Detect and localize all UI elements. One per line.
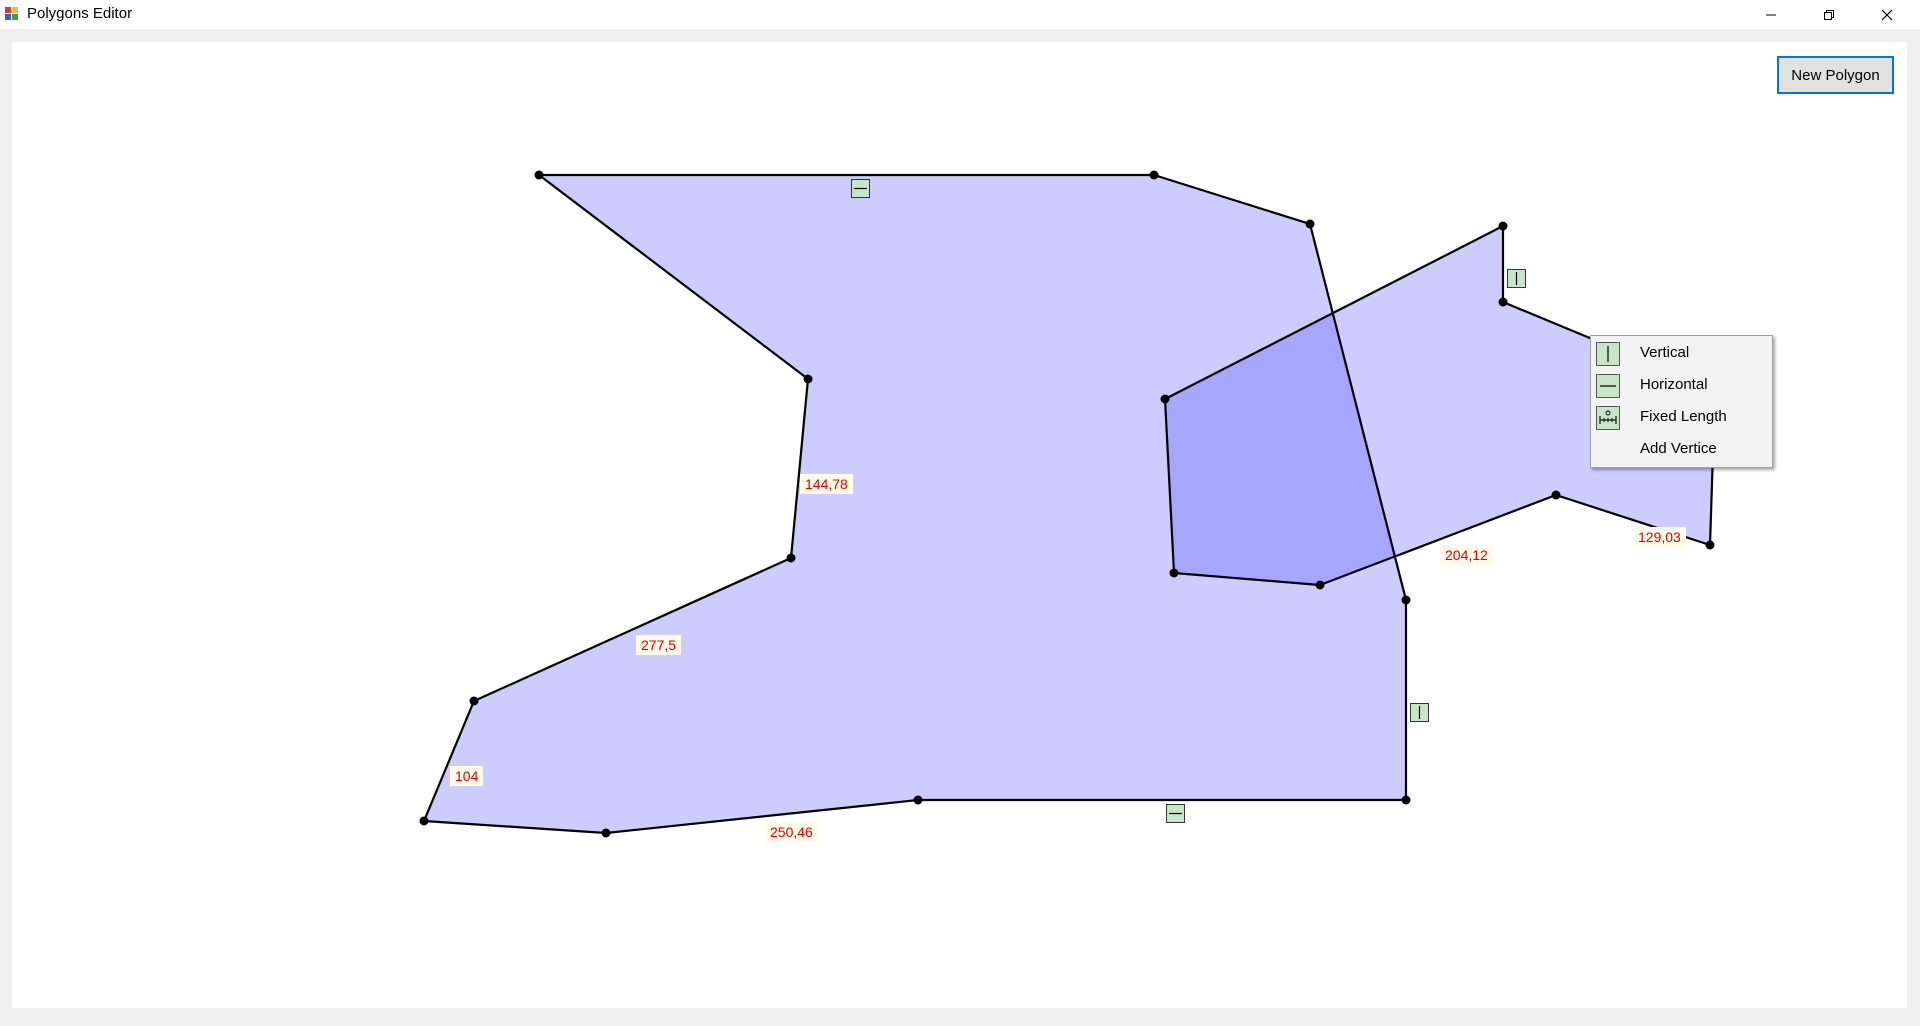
- window-title: Polygons Editor: [27, 5, 133, 22]
- vertex[interactable]: [1149, 170, 1159, 180]
- menu-item-label: Add Vertice: [1640, 440, 1717, 457]
- vertex[interactable]: [1498, 221, 1508, 231]
- vertex[interactable]: [534, 170, 544, 180]
- vertex[interactable]: [1401, 795, 1411, 805]
- vertex[interactable]: [1169, 568, 1179, 578]
- horizontal-constraint-icon[interactable]: [1166, 804, 1185, 823]
- edge-length-label: 129,03: [1633, 527, 1686, 547]
- vertex[interactable]: [1498, 297, 1508, 307]
- polygon-a-edges[interactable]: [422, 173, 1408, 835]
- menu-item-label: Fixed Length: [1640, 408, 1727, 425]
- vertex[interactable]: [1401, 595, 1411, 605]
- bottom-edge: [0, 1008, 1920, 1026]
- title-bar: Polygons Editor: [0, 0, 1920, 29]
- edge-length-label: 204,12: [1440, 545, 1493, 565]
- vertex[interactable]: [786, 553, 796, 563]
- context-menu: Vertical Horizontal Fixed Length Add Ver…: [1590, 335, 1773, 468]
- vertex[interactable]: [1315, 580, 1325, 590]
- vertex[interactable]: [1551, 490, 1561, 500]
- vertex[interactable]: [419, 816, 429, 826]
- vertex[interactable]: [1305, 219, 1315, 229]
- menu-item-label: Horizontal: [1640, 376, 1708, 393]
- horizontal-icon: [1596, 374, 1620, 398]
- edge-length-label: 250,46: [765, 822, 818, 842]
- app-icon: [5, 7, 18, 20]
- close-icon: [1881, 9, 1893, 20]
- menu-item-vertical[interactable]: Vertical: [1591, 337, 1772, 369]
- edge-length-label: 277,5: [636, 635, 682, 655]
- polygon-a[interactable]: [424, 175, 1406, 833]
- menu-item-fixed-length[interactable]: Fixed Length: [1591, 401, 1772, 433]
- vertex[interactable]: [1160, 394, 1170, 404]
- vertex[interactable]: [803, 374, 813, 384]
- drawing-canvas[interactable]: [12, 42, 1907, 1008]
- menu-item-label: Vertical: [1640, 344, 1690, 361]
- vertical-icon: [1596, 342, 1620, 366]
- menu-item-add-vertice[interactable]: Add Vertice: [1591, 433, 1772, 465]
- close-button[interactable]: [1858, 0, 1916, 29]
- horizontal-constraint-icon[interactable]: [851, 179, 870, 198]
- vertical-constraint-icon[interactable]: [1410, 703, 1429, 722]
- polygon-b-vertices[interactable]: [1160, 221, 1715, 590]
- restore-button[interactable]: [1800, 0, 1858, 29]
- edge-length-label: 144,78: [800, 474, 853, 494]
- vertical-constraint-icon[interactable]: [1507, 269, 1526, 288]
- minimize-button[interactable]: [1742, 0, 1800, 29]
- vertex[interactable]: [601, 828, 611, 838]
- menu-item-horizontal[interactable]: Horizontal: [1591, 369, 1772, 401]
- fixed-length-icon: [1596, 406, 1620, 430]
- minimize-icon: [1766, 14, 1776, 15]
- edge-length-label: 104: [450, 766, 484, 786]
- new-polygon-button[interactable]: New Polygon: [1777, 56, 1894, 94]
- vertex[interactable]: [1705, 540, 1715, 550]
- vertex[interactable]: [913, 795, 923, 805]
- polygon-overlap: [1165, 226, 1406, 585]
- polygon-a-vertices[interactable]: [419, 170, 1411, 838]
- restore-icon: [1824, 9, 1834, 20]
- vertex[interactable]: [469, 696, 479, 706]
- polygons-svg[interactable]: [12, 42, 1907, 1008]
